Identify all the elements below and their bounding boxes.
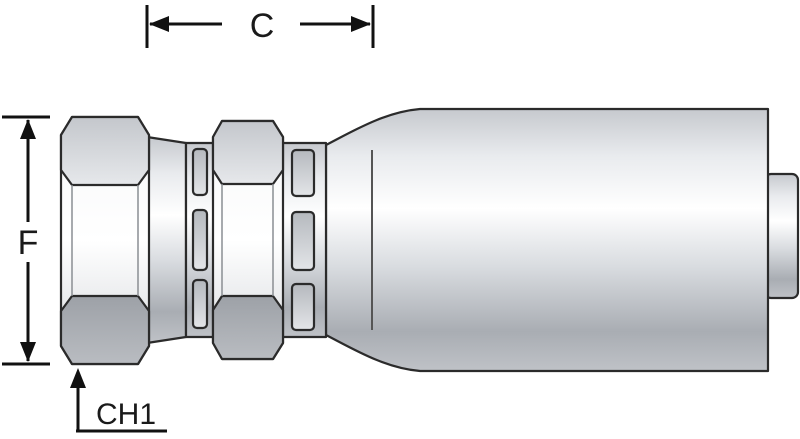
- dimension-f-label: F: [18, 224, 39, 262]
- collar-1-slot-bottom: [191, 278, 209, 330]
- swivel-neck: [145, 135, 188, 345]
- dimension-ch1: CH1: [70, 368, 167, 433]
- tail-tube: [763, 172, 800, 300]
- dimension-f: F: [2, 115, 50, 366]
- dimension-c-label: C: [250, 7, 275, 45]
- dimension-c: C: [145, 5, 375, 48]
- dimension-c-left-arrow: [149, 16, 169, 32]
- swivel-nut-bottom-flat: [59, 294, 151, 366]
- dimension-c-right-arrow: [351, 16, 371, 32]
- collar-2-slot-top: [290, 148, 316, 198]
- collar-2-slot-bottom: [290, 282, 316, 332]
- body-hex: [211, 119, 285, 361]
- swivel-nut-hex: [59, 115, 151, 366]
- fitting: [59, 107, 800, 373]
- body-hex-top-flat: [211, 119, 285, 186]
- swivel-nut-top-flat: [59, 115, 151, 187]
- ch1-label: CH1: [96, 398, 156, 431]
- socket-body: [324, 107, 770, 373]
- collar-1-slot-top: [191, 147, 209, 197]
- collar-1-slot-middle: [191, 208, 209, 272]
- dimension-f-top-arrow: [20, 119, 36, 139]
- collar-2-slot-middle: [290, 210, 316, 272]
- ch1-arrowhead: [70, 368, 86, 388]
- dimension-f-bottom-arrow: [20, 342, 36, 362]
- body-hex-bottom-flat: [211, 294, 285, 361]
